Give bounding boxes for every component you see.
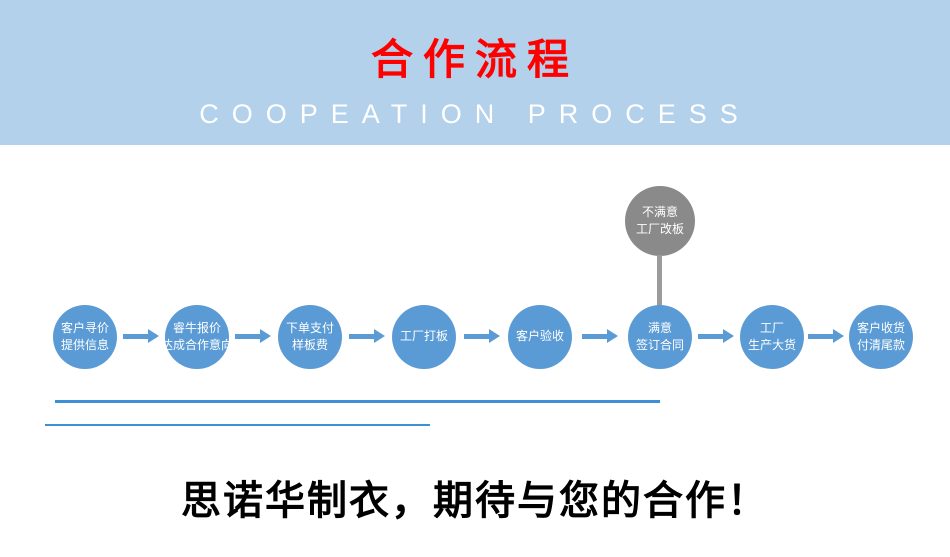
flow-step-label: 客户收货 bbox=[856, 320, 905, 335]
flow-step-label: 下单支付 bbox=[285, 320, 334, 335]
flow-arrow-icon bbox=[349, 329, 385, 343]
flow-step-label: 工厂改板 bbox=[635, 222, 684, 236]
flow-step-label: 睿牛报价 bbox=[172, 320, 221, 335]
slogan: 思诺华制衣，期待与您的合作！ bbox=[181, 479, 769, 523]
decorative-line-2 bbox=[45, 424, 430, 426]
flow-arrow-icon bbox=[582, 329, 618, 343]
flow-step-label: 客户寻价 bbox=[60, 320, 109, 335]
flow-step-label: 签订合同 bbox=[635, 338, 684, 352]
flow-step-sample-fee: 下单支付 样板费 bbox=[278, 305, 342, 369]
flow-step-label: 提供信息 bbox=[60, 338, 109, 352]
flow-step-acceptance: 客户验收 bbox=[508, 305, 572, 369]
flow-arrow-icon bbox=[123, 329, 159, 343]
flow-step-label: 客户验收 bbox=[515, 329, 564, 344]
flow-step-label: 生产大货 bbox=[747, 338, 796, 352]
flow-step-production: 工厂 生产大货 bbox=[740, 305, 804, 369]
flow-step-label: 工厂 bbox=[759, 320, 784, 335]
flow-arrow-icon bbox=[698, 329, 734, 343]
flow-step-label: 达成合作意向 bbox=[161, 338, 234, 352]
flow-step-quote: 睿牛报价 达成合作意向 bbox=[161, 305, 233, 369]
flow-step-label: 满意 bbox=[647, 320, 672, 335]
flow-step-rework: 不满意 工厂改板 bbox=[625, 186, 695, 256]
flow-step-label: 工厂打板 bbox=[399, 329, 448, 344]
banner-title: 合作流程 bbox=[370, 36, 579, 83]
banner: 合作流程 COOPEATION PROCESS bbox=[0, 0, 950, 145]
flow-arrow-icon bbox=[464, 329, 500, 343]
decorative-line-1 bbox=[55, 400, 660, 403]
banner-subtitle: COOPEATION PROCESS bbox=[199, 99, 751, 129]
flow-arrow-icon bbox=[808, 329, 844, 343]
flow-step-final-payment: 客户收货 付清尾款 bbox=[849, 305, 913, 369]
flow-step-label: 不满意 bbox=[641, 204, 678, 219]
flow-step-sample-making: 工厂打板 bbox=[392, 305, 456, 369]
flow-step-label: 付清尾款 bbox=[856, 338, 905, 352]
flow-step-contract: 满意 签订合同 bbox=[628, 305, 692, 369]
flow-step-inquiry: 客户寻价 提供信息 bbox=[53, 305, 117, 369]
flow-arrow-icon bbox=[235, 329, 271, 343]
flow-step-label: 样板费 bbox=[291, 338, 328, 352]
rework-connector-line bbox=[657, 255, 662, 307]
